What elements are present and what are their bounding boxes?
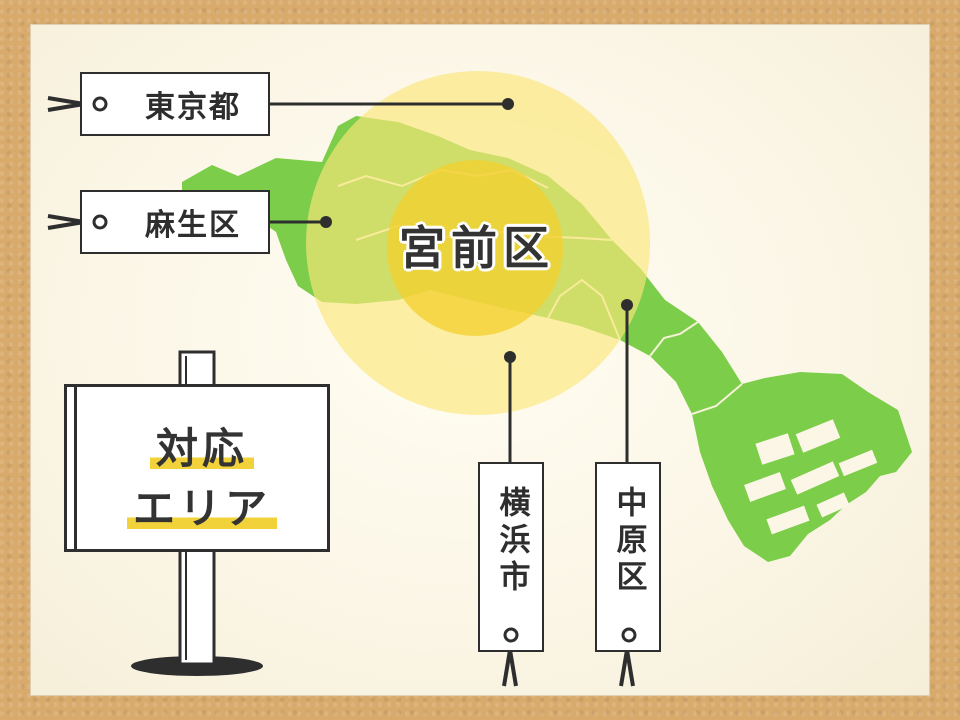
eyelet-icon (621, 627, 637, 643)
center-district-label: 宮前区 (399, 221, 555, 275)
harbor-block (755, 433, 795, 465)
tag-asao-label: 麻生区 (145, 208, 241, 243)
sign-line-2: エリア (77, 475, 327, 536)
sign-line-1: 対応 (77, 415, 327, 476)
sign-shadow (131, 656, 263, 676)
tag-yokohama-label: 横浜市 (493, 486, 530, 597)
harbor-block (816, 492, 850, 518)
tag-nakahara: 中原区 (595, 462, 661, 652)
tag-tokyo: 東京都 (80, 72, 270, 136)
border-line (691, 383, 743, 415)
tag-asao: 麻生区 (80, 190, 270, 254)
tag-nakahara-label: 中原区 (610, 486, 647, 597)
service-area-sign: 対応 エリア (74, 384, 330, 552)
harbor-block (795, 419, 841, 453)
harbor-block (766, 505, 810, 535)
tag-tokyo-label: 東京都 (145, 90, 241, 125)
eyelet-icon (92, 96, 108, 112)
highlight-inner (387, 160, 563, 336)
tag-yokohama: 横浜市 (478, 462, 544, 652)
border-line (649, 321, 699, 357)
harbor-block (838, 449, 878, 477)
leader-lines (268, 98, 633, 464)
harbor-block (790, 461, 840, 495)
eyelet-icon (503, 627, 519, 643)
eyelet-icon (92, 214, 108, 230)
harbor-block (744, 472, 786, 502)
